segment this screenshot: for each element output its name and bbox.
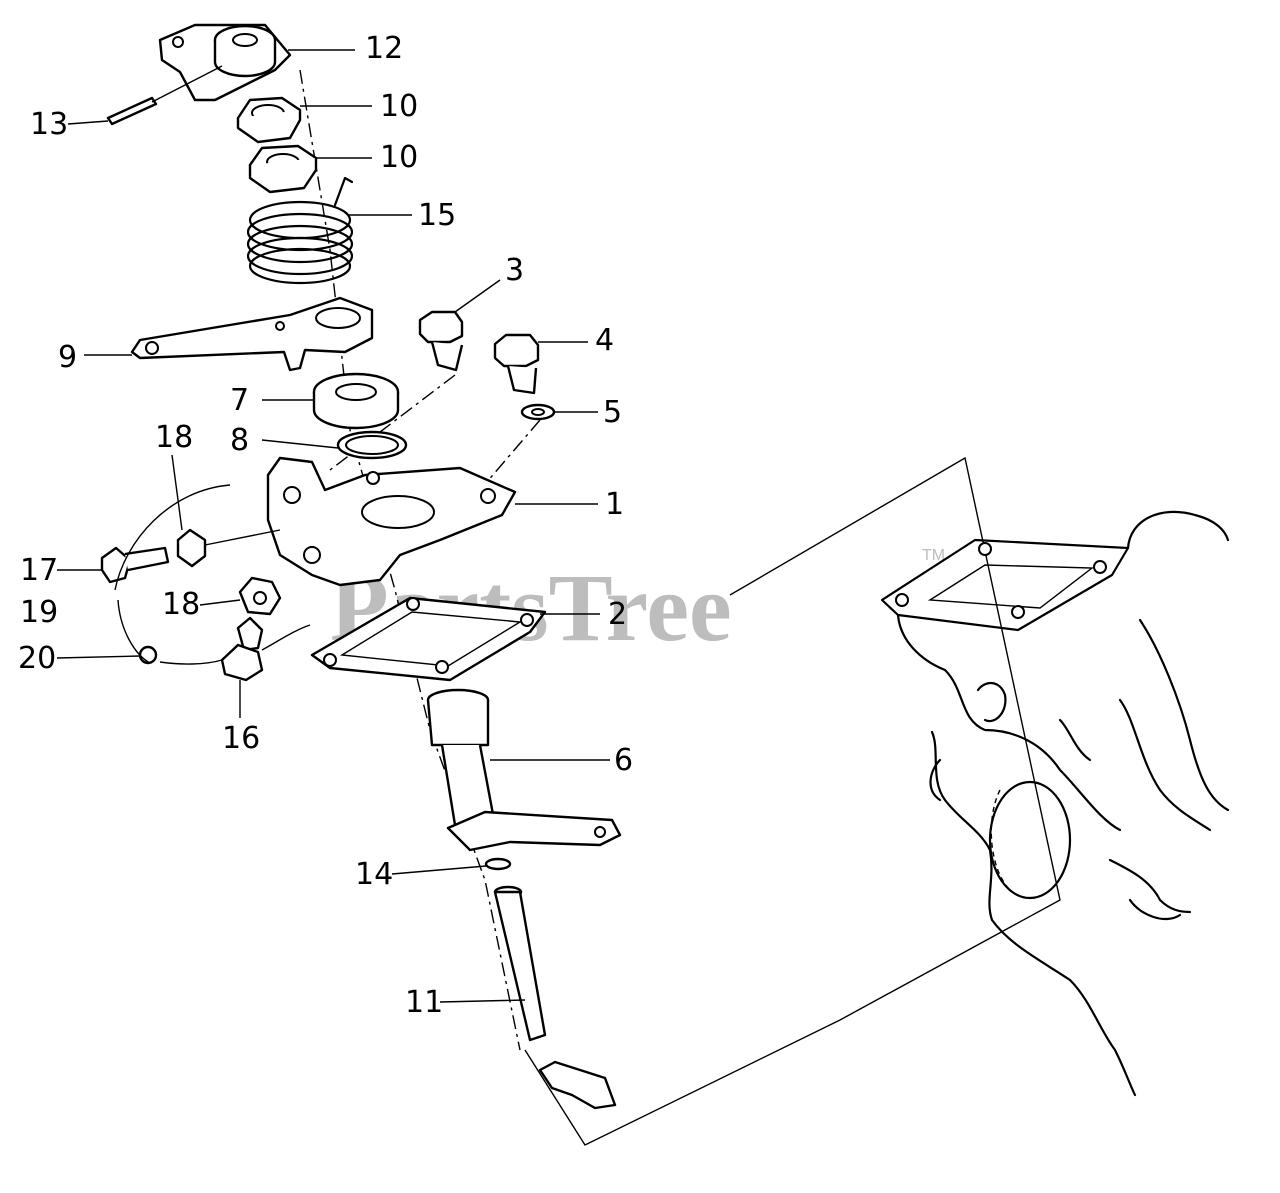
- callout-10-lower: 10: [380, 140, 418, 175]
- part-9-arm: [130, 296, 374, 372]
- callout-14: 14: [355, 857, 393, 892]
- callout-15: 15: [418, 198, 456, 233]
- assembly-axis-line: [299, 69, 521, 1051]
- part-10-nut-upper: [236, 96, 302, 144]
- callout-9: 9: [58, 340, 77, 375]
- part-2-gasket: [310, 596, 547, 682]
- part-13-pin: [106, 96, 158, 126]
- part-7-bushing: [312, 372, 400, 430]
- callout-12: 12: [365, 31, 403, 66]
- part-20-ball: [138, 645, 158, 665]
- part-8-oring: [336, 430, 408, 460]
- callout-11: 11: [405, 985, 443, 1020]
- leader-lines: [56, 49, 610, 1003]
- callout-4: 4: [595, 323, 614, 358]
- callout-8: 8: [230, 423, 249, 458]
- engine-block-outline: [880, 510, 1230, 1097]
- part-15-spring: [246, 176, 354, 285]
- callout-5: 5: [603, 395, 622, 430]
- part-1-housing: [266, 456, 517, 587]
- part-10-nut-lower: [248, 144, 318, 194]
- part-19-wire: [114, 484, 311, 665]
- callout-20: 20: [18, 641, 56, 676]
- callout-3: 3: [505, 253, 524, 288]
- callout-2: 2: [608, 597, 627, 632]
- part-14-washer: [484, 857, 512, 871]
- callout-7: 7: [230, 383, 249, 418]
- part-5-washer: [520, 403, 556, 421]
- callout-10-upper: 10: [380, 89, 418, 124]
- part-4-bolt: [493, 333, 540, 395]
- watermark-trademark: TM: [922, 547, 945, 564]
- part-6-shaft: [426, 688, 622, 852]
- mounting-plane-outline: [524, 456, 1061, 1146]
- callout-16: 16: [222, 721, 260, 756]
- callout-17: 17: [20, 553, 58, 588]
- callout-19: 19: [20, 595, 58, 630]
- part-11-shaft: [493, 885, 617, 1110]
- part-18-nut-upper: [176, 528, 207, 568]
- callout-6: 6: [614, 743, 633, 778]
- part-3-bolt: [418, 310, 464, 372]
- callout-18-lower: 18: [162, 587, 200, 622]
- bolt4-axis-line: [479, 419, 541, 491]
- callout-13: 13: [30, 107, 68, 142]
- part-12-lever: [158, 23, 292, 102]
- callout-18-upper: 18: [155, 420, 193, 455]
- part-16-bolt: [220, 616, 264, 682]
- part-18-nut-lower: [238, 576, 282, 616]
- part-17-bolt: [100, 546, 170, 584]
- callout-1: 1: [605, 487, 624, 522]
